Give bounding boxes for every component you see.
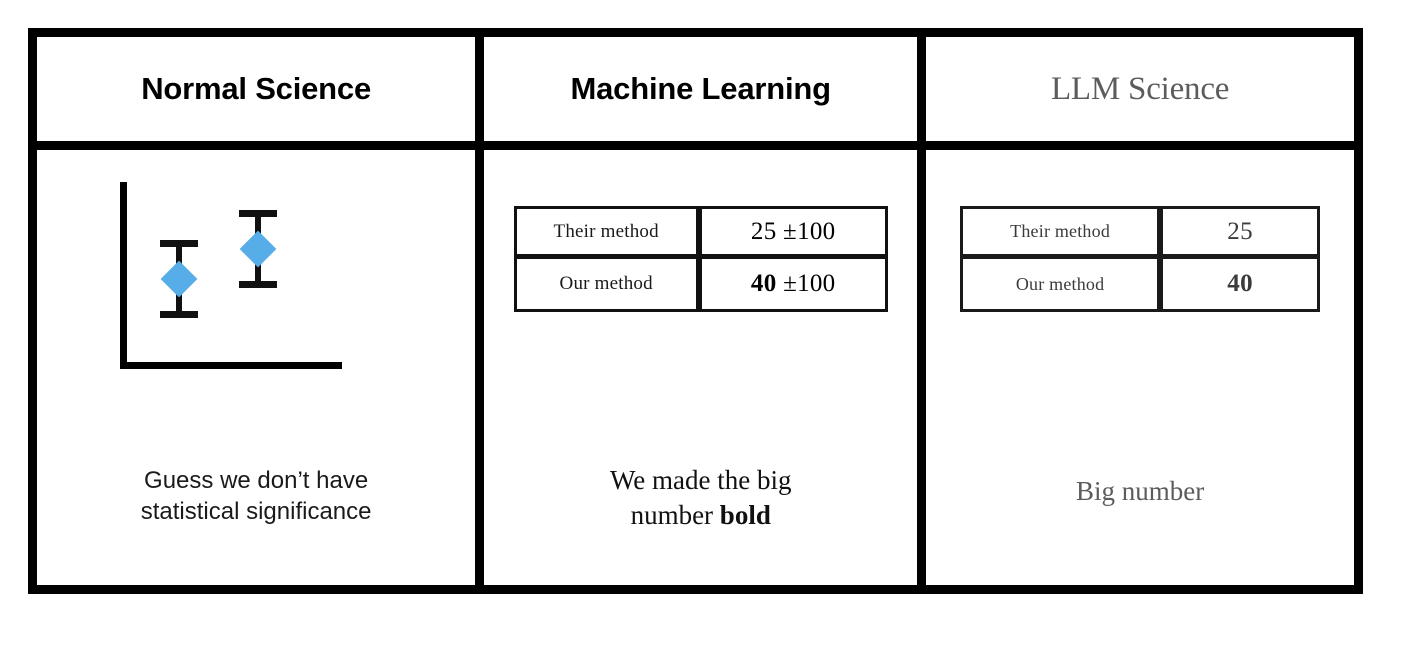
caption-line-1: We made the big: [609, 464, 792, 495]
row-label-our-method: Our method: [513, 259, 699, 312]
errorbar-cap-lower: [160, 311, 199, 318]
row-value-their-method: 25 ±100: [698, 206, 888, 259]
y-axis-spine: [120, 182, 128, 369]
header-cell-llm-science: LLM Science: [926, 37, 1354, 141]
machine-learning-content: Their method 25 ±100 Our method 40 ±100 …: [484, 150, 917, 585]
row-label-our-method: Our method: [960, 259, 1161, 312]
header-row: Normal Science Machine Learning LLM Scie…: [37, 37, 1354, 141]
diamond-marker-icon: [239, 230, 277, 268]
column-header-normal-science: Normal Science: [141, 70, 371, 106]
header-body-divider: [37, 141, 1354, 150]
errorbar-plot: [94, 172, 394, 387]
body-cell-llm-science: Their method 25 Our method 40 Big number: [926, 150, 1354, 585]
table-row: Our method 40: [960, 259, 1321, 312]
results-table-llm-science: Their method 25 Our method 40: [960, 206, 1321, 312]
row-value-our-method: 40 ±100: [698, 259, 888, 312]
table-row: Their method 25 ±100: [513, 206, 888, 259]
caption-llm-science: Big number: [926, 474, 1354, 509]
normal-science-content: Guess we don’t have statistical signific…: [37, 150, 475, 585]
errorbar-point-our-method: [239, 210, 278, 288]
comparison-table-frame: Normal Science Machine Learning LLM Scie…: [28, 28, 1363, 594]
caption-line-2: statistical significance: [140, 497, 372, 525]
header-cell-machine-learning: Machine Learning: [484, 37, 918, 141]
header-cell-normal-science: Normal Science: [37, 37, 476, 141]
body-row: Guess we don’t have statistical signific…: [37, 150, 1354, 585]
caption-line-2-prefix: number: [630, 499, 720, 530]
caption-line-1: Guess we don’t have: [144, 466, 369, 494]
table-row: Our method 40 ±100: [513, 259, 888, 312]
row-label-their-method: Their method: [513, 206, 699, 259]
caption-machine-learning: We made the big number bold: [484, 463, 917, 533]
body-cell-machine-learning: Their method 25 ±100 Our method 40 ±100 …: [484, 150, 918, 585]
diamond-marker-icon: [160, 260, 198, 298]
llm-science-content: Their method 25 Our method 40 Big number: [926, 150, 1354, 585]
table-row: Their method 25: [960, 206, 1321, 259]
results-table-machine-learning: Their method 25 ±100 Our method 40 ±100: [513, 206, 888, 312]
caption-normal-science: Guess we don’t have statistical signific…: [37, 465, 475, 527]
body-cell-normal-science: Guess we don’t have statistical signific…: [37, 150, 476, 585]
row-value-our-method: 40: [1160, 259, 1321, 312]
errorbar-cap-upper: [239, 210, 278, 217]
caption-line-2-bold-word: bold: [719, 499, 771, 530]
errorbar-cap-lower: [239, 281, 278, 288]
x-axis-spine: [120, 362, 343, 369]
row-value-uncertainty: ±100: [776, 270, 836, 297]
caption-line-1: Big number: [1075, 475, 1205, 506]
caption-line-2: number bold: [484, 498, 917, 533]
row-value-their-method: 25: [1160, 206, 1321, 259]
row-value-bold-number: 40: [1227, 270, 1253, 297]
row-value-bold-number: 40: [750, 270, 777, 297]
row-label-their-method: Their method: [960, 206, 1161, 259]
errorbar-cap-upper: [160, 240, 199, 247]
errorbar-point-their-method: [160, 240, 199, 318]
column-header-llm-science: LLM Science: [1050, 70, 1230, 107]
column-header-machine-learning: Machine Learning: [570, 70, 832, 106]
